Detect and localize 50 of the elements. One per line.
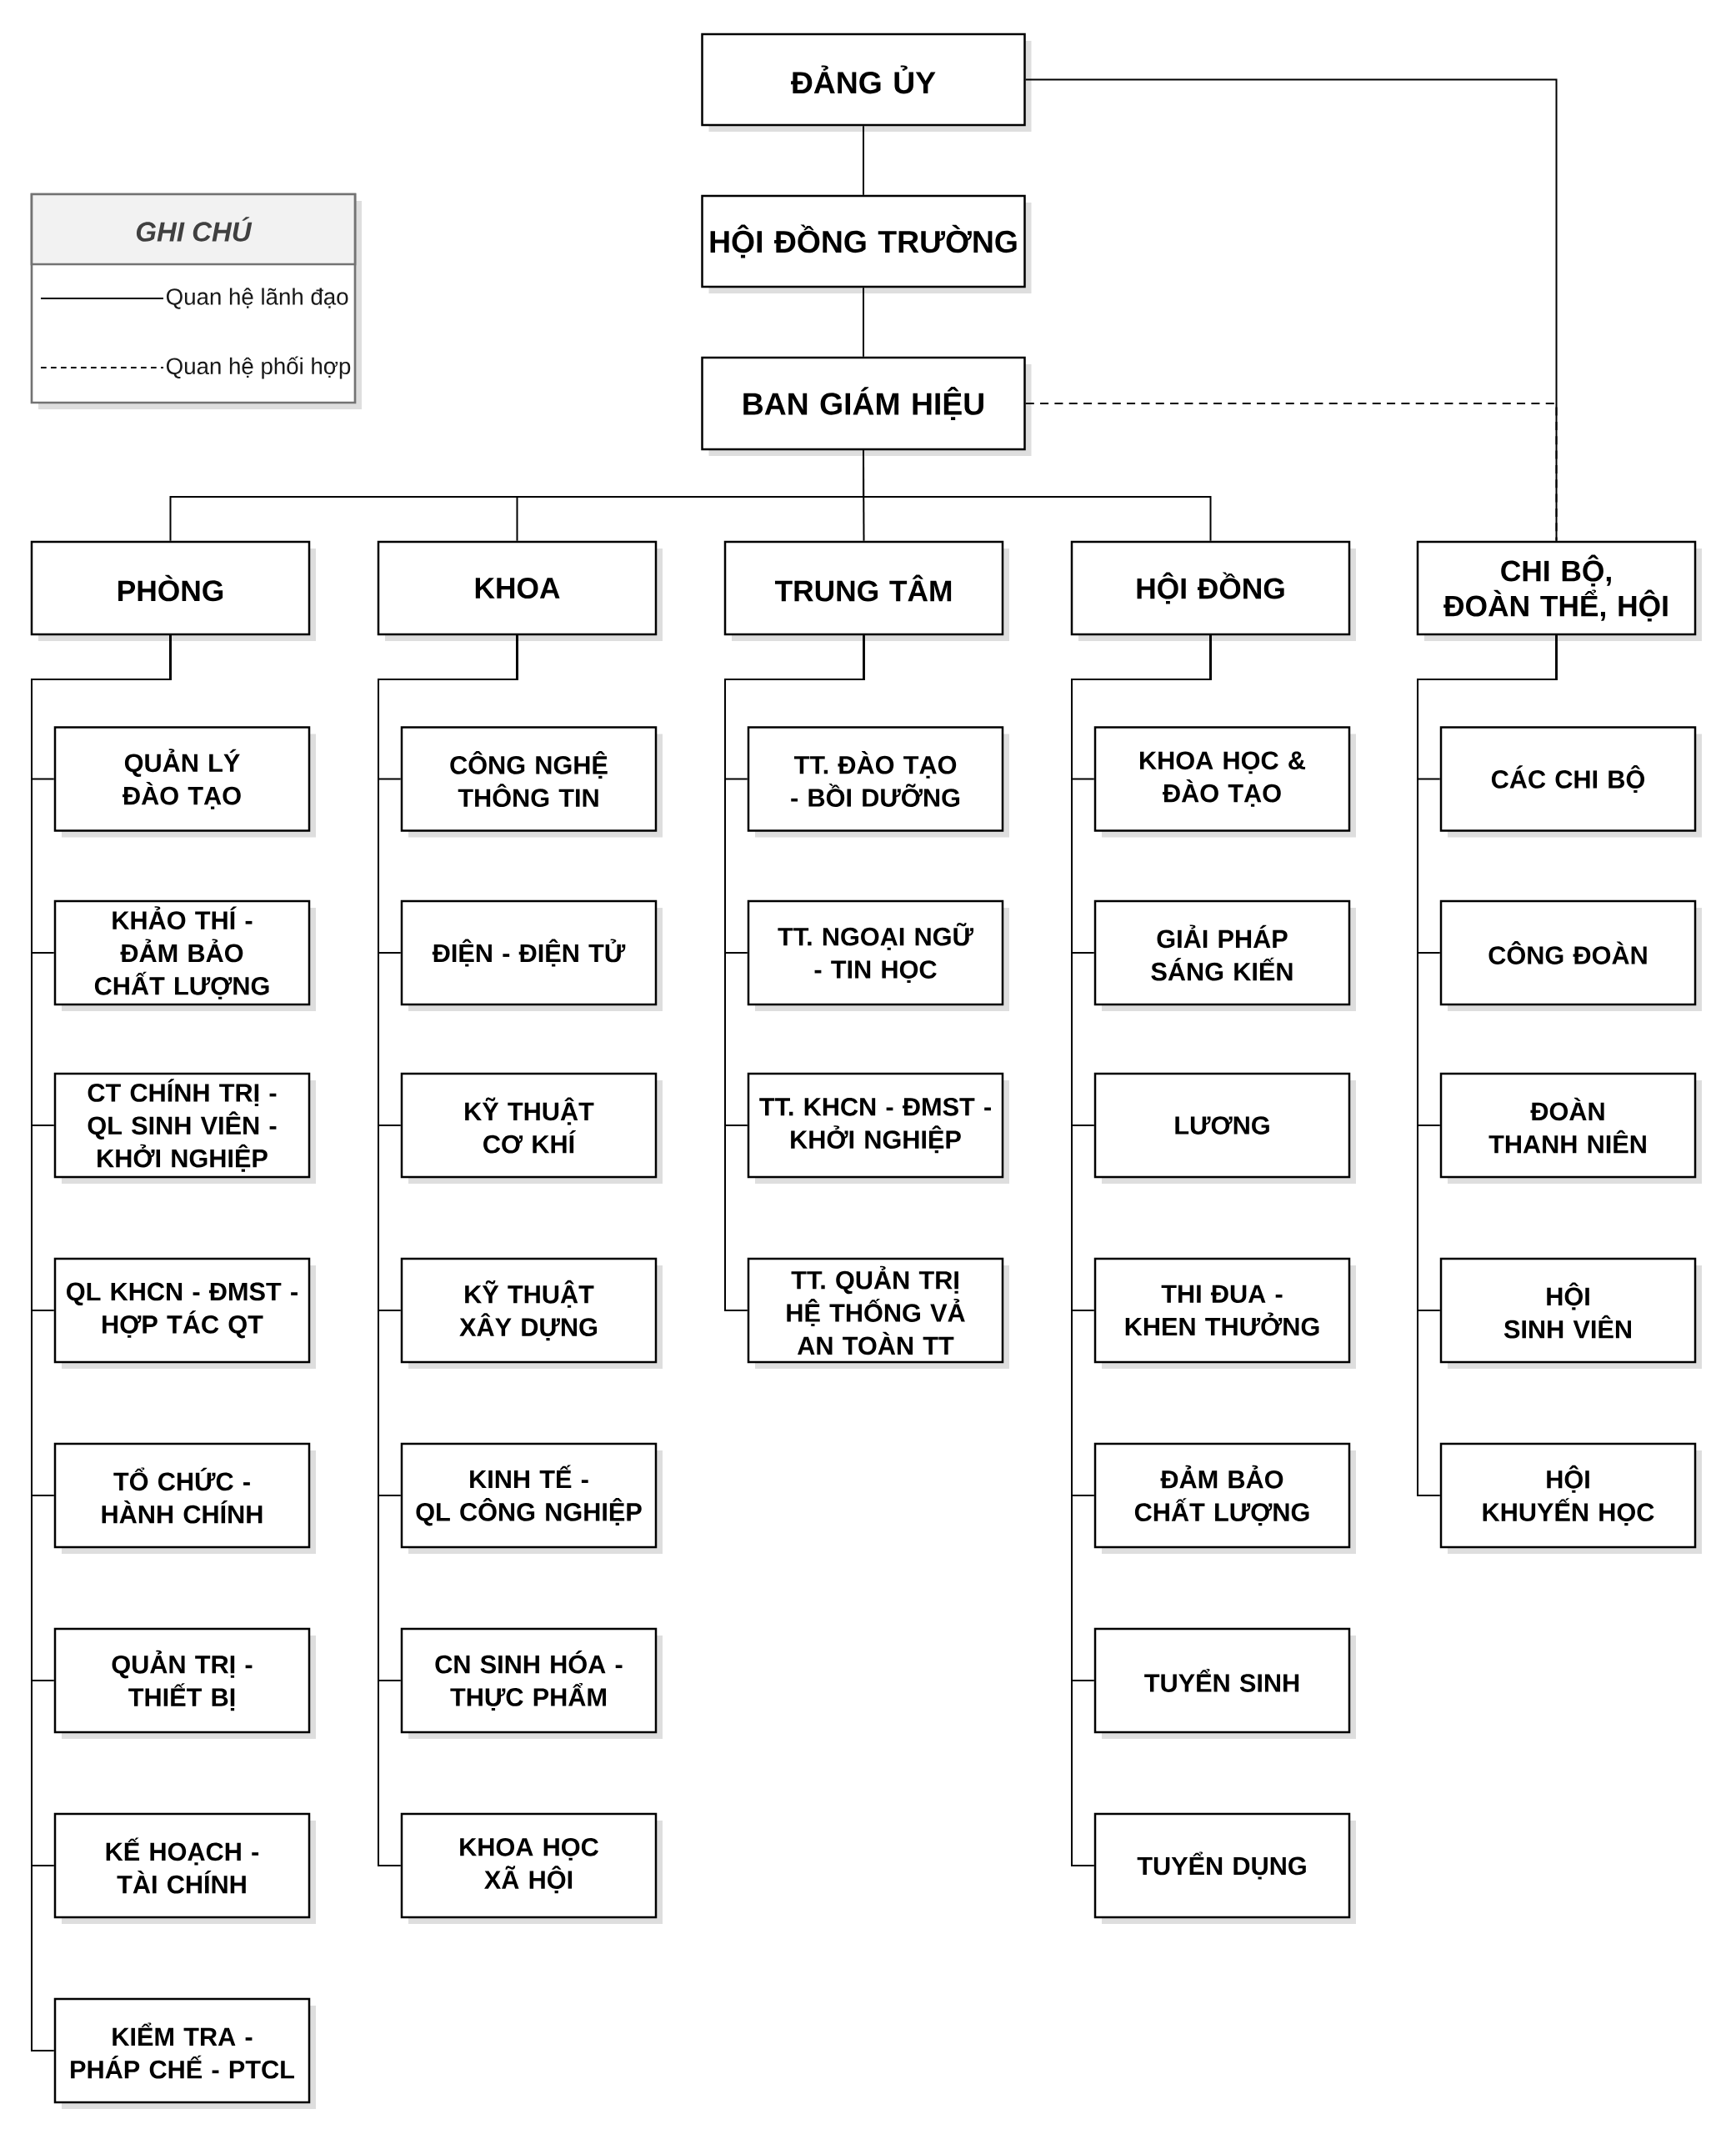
org-unit-box: CN SINH HÓA - THỰC PHẨM — [400, 1627, 663, 1739]
connector-line — [863, 449, 1212, 542]
org-unit-box: KHOA HỌC & ĐÀO TẠO — [1093, 726, 1356, 838]
org-unit-box: QUẢN TRỊ - THIẾT BỊ — [53, 1627, 316, 1739]
org-unit-box: CÁC CHI BỘ — [1439, 726, 1702, 838]
dashed-connector — [1024, 403, 1558, 542]
connector-line — [863, 125, 864, 196]
org-unit-box: CT CHÍNH TRỊ - QL SINH VIÊN - KHỞI NGHIỆP — [53, 1072, 316, 1184]
org-unit-box: LƯƠNG — [1093, 1072, 1356, 1184]
org-unit-box: TUYỂN DỤNG — [1093, 1812, 1356, 1924]
connector-line — [1071, 634, 1212, 1866]
org-unit-box: KHẢO THÍ - ĐẢM BẢO CHẤT LƯỢNG — [53, 899, 316, 1011]
org-unit-box: GIẢI PHÁP SÁNG KIẾN — [1093, 899, 1356, 1011]
org-unit-box: CÔNG ĐOÀN — [1439, 899, 1702, 1011]
org-unit-box: TT. NGOẠI NGỮ - TIN HỌC — [747, 899, 1009, 1011]
org-unit-box: HỘI ĐỒNG — [1070, 540, 1356, 641]
org-unit-box: ĐIỆN - ĐIỆN TỬ — [400, 899, 663, 1011]
org-unit-box: HỘI ĐỒNG TRƯỜNG — [701, 194, 1032, 293]
org-unit-box: CHI BỘ, ĐOÀN THỂ, HỘI — [1416, 540, 1702, 641]
legend-label: Quan hệ lãnh đạo — [167, 288, 348, 309]
org-unit-box: CÔNG NGHỆ THÔNG TIN — [400, 726, 663, 838]
org-unit-box: KỸ THUẬT CƠ KHÍ — [400, 1072, 663, 1184]
org-unit-box: QL KHCN - ĐMST - HỢP TÁC QT — [53, 1257, 316, 1370]
legend-label: Quan hệ phối hợp — [167, 356, 351, 379]
org-unit-box: KINH TẾ - QL CÔNG NGHIỆP — [400, 1442, 663, 1554]
org-unit-box: QUẢN LÝ ĐÀO TẠO — [53, 726, 316, 838]
org-unit-box: TRUNG TÂM — [723, 540, 1009, 641]
org-unit-box: ĐẢM BẢO CHẤT LƯỢNG — [1093, 1442, 1356, 1554]
org-unit-box: HỘI KHUYẾN HỌC — [1439, 1442, 1702, 1554]
connector-line — [724, 634, 865, 1312]
org-unit-box: HỘI SINH VIÊN — [1439, 1257, 1702, 1370]
org-unit-box: TT. KHCN - ĐMST - KHỞI NGHIỆP — [747, 1072, 1009, 1184]
connector-line — [1417, 634, 1558, 1496]
legend-header: GHI CHÚ — [30, 193, 357, 266]
org-unit-box: BAN GIÁM HIỆU — [701, 356, 1032, 456]
org-unit-box: KỸ THUẬT XÂY DỰNG — [400, 1257, 663, 1370]
org-unit-box: TUYỂN SINH — [1093, 1627, 1356, 1739]
org-unit-box: ĐẢNG ỦY — [701, 33, 1032, 132]
org-unit-box: KHOA — [377, 540, 663, 641]
org-unit-box: TỔ CHỨC - HÀNH CHÍNH — [53, 1442, 316, 1554]
org-unit-box: TT. QUẢN TRỊ HỆ THỐNG VẢ AN TOÀN TT — [747, 1257, 1009, 1370]
connector-line — [863, 287, 864, 358]
connector-line — [378, 634, 518, 1866]
org-unit-box: PHÒNG — [30, 540, 316, 641]
org-unit-box: TT. ĐÀO TẠO - BỒI DƯỠNG — [747, 726, 1009, 838]
org-unit-box: THI ĐUA - KHEN THƯỞNG — [1093, 1257, 1356, 1370]
org-unit-box: KHOA HỌC XÃ HỘI — [400, 1812, 663, 1924]
org-unit-box: ĐOÀN THANH NIÊN — [1439, 1072, 1702, 1184]
org-unit-box: KẾ HOẠCH - TÀI CHÍNH — [53, 1812, 316, 1924]
org-unit-box: KIỂM TRA - PHÁP CHẾ - PTCL — [53, 1997, 316, 2110]
